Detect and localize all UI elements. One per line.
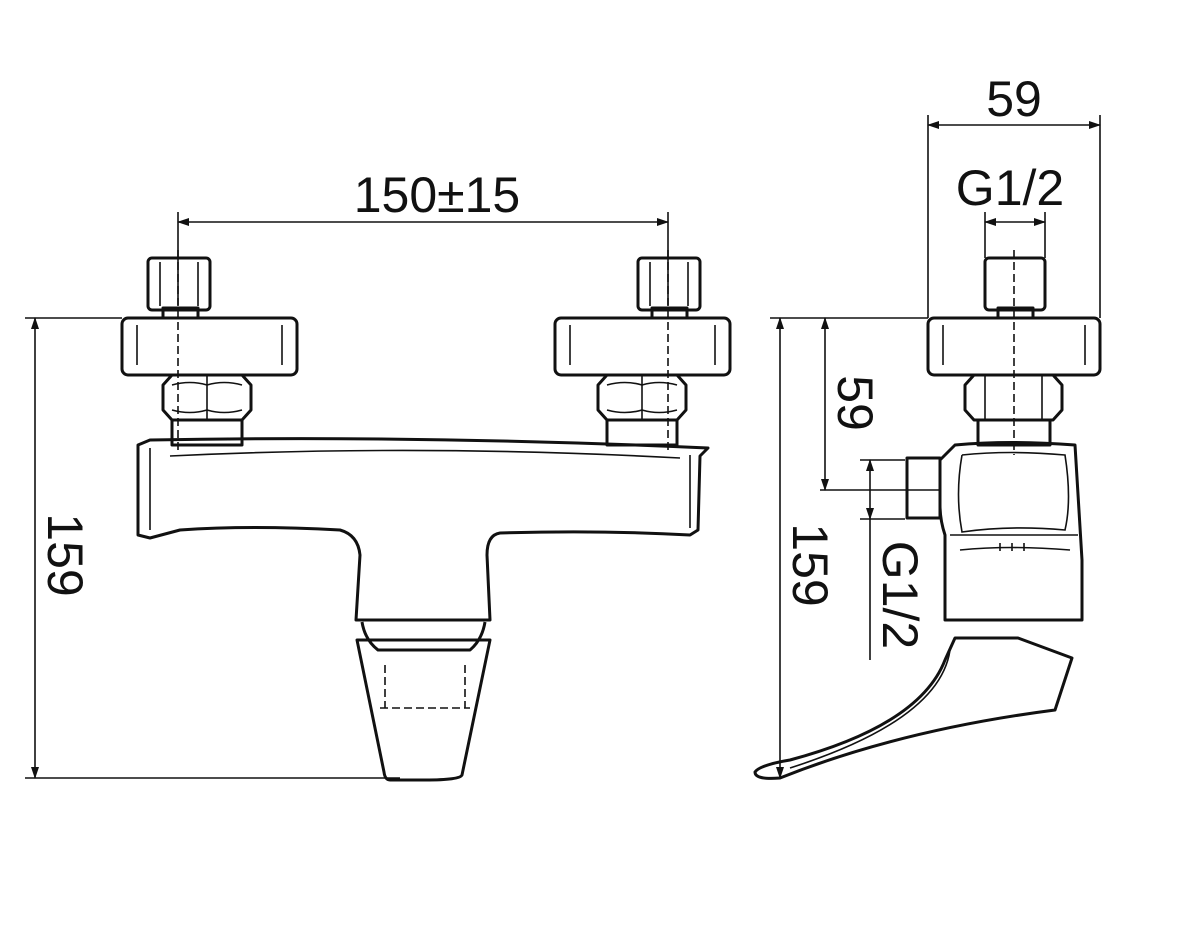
- dimension-height: 159: [25, 317, 400, 779]
- outlet-thread-label: G1/2: [872, 541, 928, 649]
- right-connector: [553, 250, 732, 450]
- dimension-top-thread: G1/2: [956, 160, 1064, 258]
- spout: [355, 621, 492, 782]
- dimension-depth: 59: [927, 71, 1101, 318]
- front-view: 150±15 159: [25, 167, 732, 782]
- side-view: 59 G1/2 159 59 G1/2: [753, 71, 1102, 780]
- lever-handle: [753, 636, 1074, 780]
- side-outlet: [905, 456, 942, 520]
- left-connector: [120, 250, 299, 450]
- height-dimension-label: 159: [37, 513, 93, 596]
- dimension-width: 150±15: [177, 167, 669, 305]
- width-dimension-label: 150±15: [354, 167, 520, 223]
- outlet-height-label: 59: [827, 375, 883, 431]
- dimension-outlet-thread: G1/2: [860, 459, 928, 660]
- dimension-outlet-height: 59: [820, 317, 940, 491]
- dimension-side-height: 159: [770, 317, 928, 779]
- mixer-body: [136, 437, 710, 622]
- depth-dimension-label: 59: [986, 71, 1042, 127]
- side-height-label: 159: [782, 523, 838, 606]
- top-thread-label: G1/2: [956, 160, 1064, 216]
